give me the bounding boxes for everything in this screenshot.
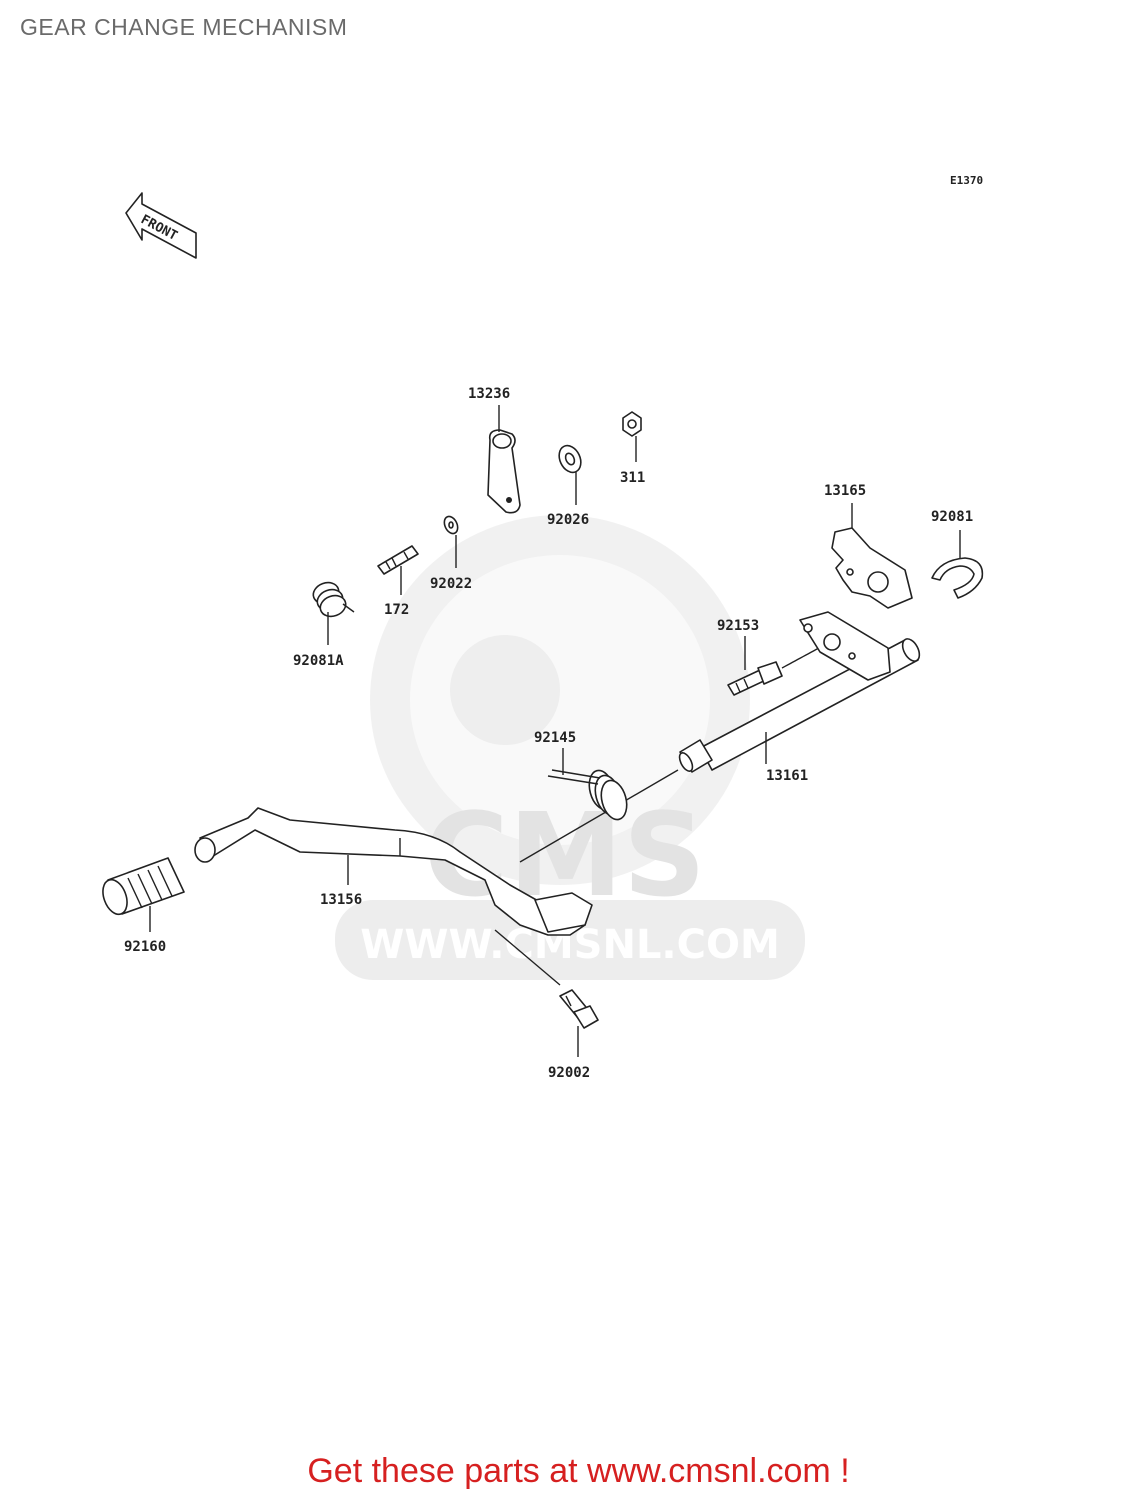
- part-13156-drawing: [194, 807, 593, 986]
- part-172-drawing: [377, 545, 419, 595]
- part-92002-drawing: [559, 989, 599, 1057]
- part-label-92002: 92002: [548, 1065, 590, 1081]
- part-92026-drawing: [558, 444, 582, 505]
- part-92022-drawing: [443, 515, 459, 568]
- part-label-92153: 92153: [717, 618, 759, 634]
- part-92081a-drawing: [312, 581, 355, 645]
- part-311-drawing: [622, 411, 642, 462]
- footer-link[interactable]: Get these parts at www.cmsnl.com !: [307, 1452, 850, 1490]
- part-92145-drawing: [547, 748, 628, 821]
- part-label-13156: 13156: [320, 892, 362, 908]
- part-label-13165: 13165: [824, 483, 866, 499]
- part-label-13236: 13236: [468, 386, 510, 402]
- part-label-172: 172: [384, 602, 409, 618]
- part-92081-drawing: [931, 530, 984, 599]
- part-label-92160: 92160: [124, 939, 166, 955]
- part-label-13161: 13161: [766, 768, 808, 784]
- part-label-92081: 92081: [931, 509, 973, 525]
- part-label-92022: 92022: [430, 576, 472, 592]
- front-arrow-icon: FRONT: [125, 192, 197, 259]
- part-13165-drawing: [831, 503, 913, 609]
- part-label-92145: 92145: [534, 730, 576, 746]
- part-13236-drawing: [487, 405, 521, 514]
- parts-diagram: CMS WWW.CMSNL.COM E1370 FRONT 13236 311 …: [102, 174, 984, 1081]
- part-label-92081a: 92081A: [293, 653, 344, 669]
- part-label-311: 311: [620, 470, 645, 486]
- diagram-ref-code: E1370: [950, 174, 983, 187]
- part-13161-drawing: [519, 611, 921, 863]
- part-92160-drawing: [102, 857, 185, 932]
- page-title: GEAR CHANGE MECHANISM: [20, 14, 348, 40]
- part-label-92026: 92026: [547, 512, 589, 528]
